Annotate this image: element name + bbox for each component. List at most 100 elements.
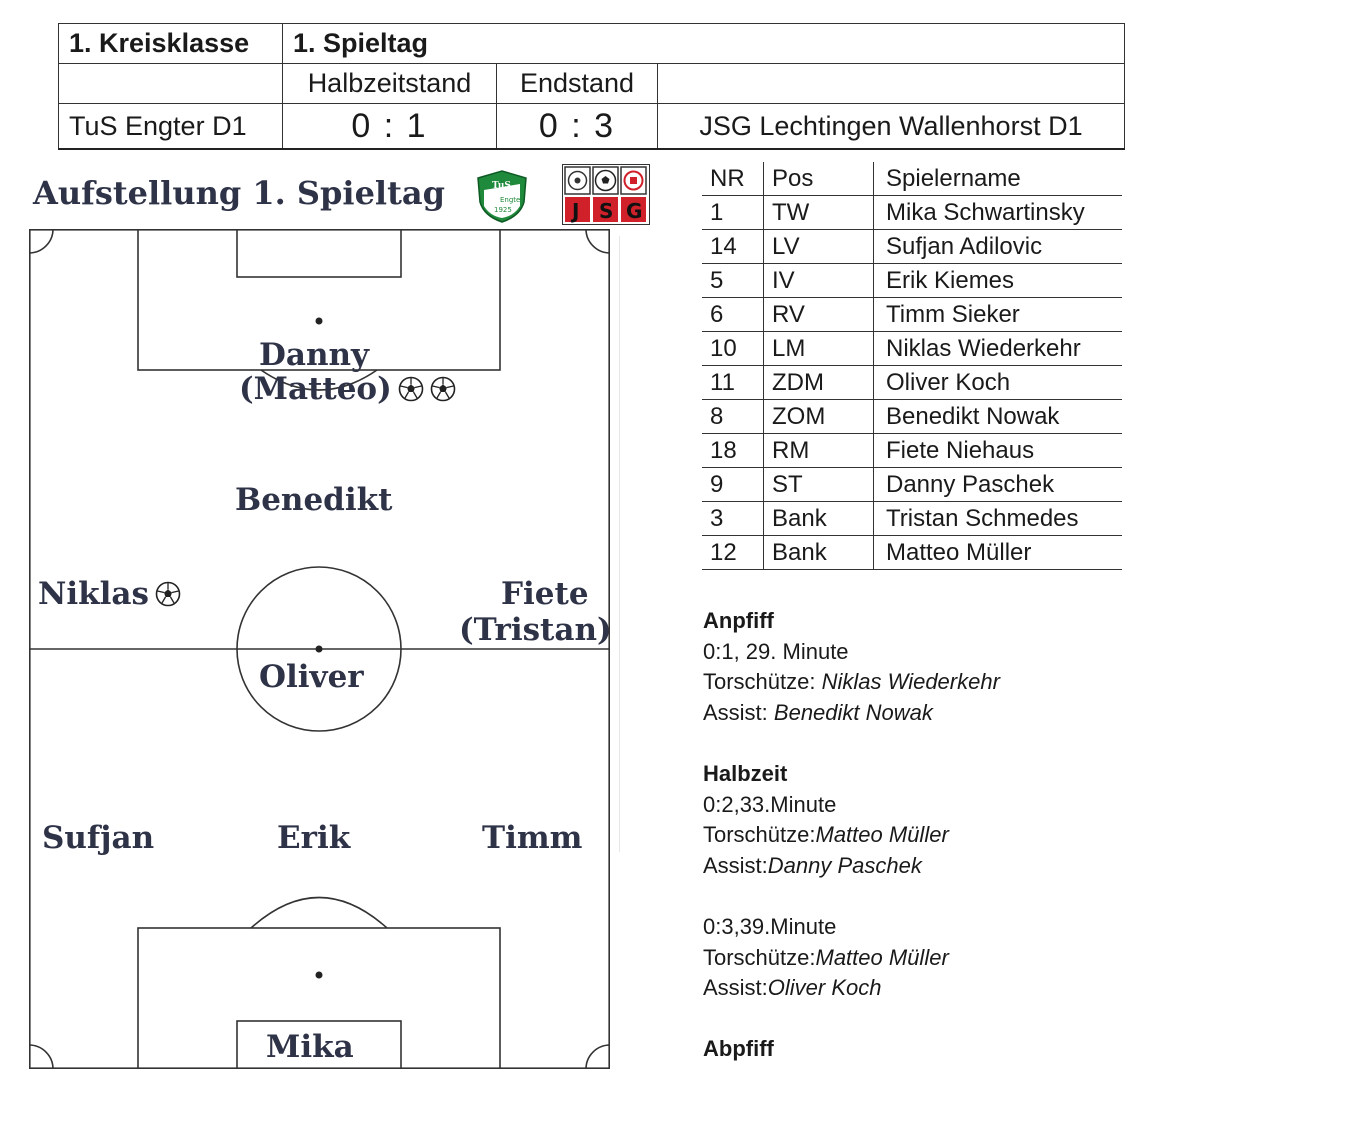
score-table-row-labels: Halbzeitstand Endstand xyxy=(58,63,1125,104)
player-left-mid: Niklas xyxy=(38,576,181,612)
player-right-mid: Fiete xyxy=(501,576,589,612)
roster-player-name: Niklas Wiederkehr xyxy=(873,331,1122,366)
player-goalkeeper: Mika xyxy=(266,1029,354,1065)
player-striker: Danny xyxy=(259,337,370,373)
roster-position: Bank xyxy=(763,501,874,536)
goal3-scorer-label: Torschütze: xyxy=(703,944,816,970)
match-report: Anpfiff 0:1, 29. Minute Torschütze: Nikl… xyxy=(703,606,1000,1065)
league-name: 1. Kreisklasse xyxy=(58,23,283,64)
goal1-assist-line: Assist: Benedikt Nowak xyxy=(703,698,1000,729)
kickoff-heading: Anpfiff xyxy=(703,608,774,633)
empty-cell xyxy=(58,63,283,104)
roster-number: 11 xyxy=(702,365,764,400)
divider xyxy=(619,236,620,852)
player-defensive-mid: Oliver xyxy=(259,659,364,695)
roster-number: 14 xyxy=(702,229,764,264)
svg-text:S: S xyxy=(599,199,613,223)
roster-position: RM xyxy=(763,433,874,468)
player-right-mid-sub: (Tristan) xyxy=(459,612,612,648)
roster-header-name: Spielername xyxy=(873,162,1122,196)
roster-player-name: Matteo Müller xyxy=(873,535,1122,570)
roster-position: TW xyxy=(763,195,874,230)
goal1-assist: Benedikt Nowak xyxy=(773,699,933,725)
home-team: TuS Engter D1 xyxy=(58,103,283,150)
roster-position: LM xyxy=(763,331,874,366)
player-right-back: Timm xyxy=(482,820,583,856)
halftime-score: 0 : 1 xyxy=(282,103,497,150)
goal1-assist-label: Assist: xyxy=(703,699,774,725)
roster-player-name: Tristan Schmedes xyxy=(873,501,1122,536)
player-striker-sub: (Matteo) xyxy=(239,371,456,407)
svg-text:J: J xyxy=(570,199,579,223)
roster-header-number: NR xyxy=(702,162,764,196)
roster-position: IV xyxy=(763,263,874,298)
goal2-assist: Danny Paschek xyxy=(767,852,922,878)
roster-player-name: Oliver Koch xyxy=(873,365,1122,400)
score-table: 1. Kreisklasse 1. Spieltag Halbzeitstand… xyxy=(58,23,1125,150)
player-left-mid-name: Niklas xyxy=(38,576,149,612)
roster-position: ZDM xyxy=(763,365,874,400)
roster-header-row: NR Pos Spielername xyxy=(702,162,1122,196)
roster-number: 10 xyxy=(702,331,764,366)
roster-number: 6 xyxy=(702,297,764,332)
logo-text-engter: Engter xyxy=(500,196,523,204)
matchday-label: 1. Spieltag xyxy=(282,23,1125,64)
roster-number: 8 xyxy=(702,399,764,434)
goal1-minute: 0:1, 29. Minute xyxy=(703,638,849,664)
goal3-assist-label: Assist: xyxy=(703,975,768,1001)
halftime-heading: Halbzeit xyxy=(703,760,788,786)
goal2-assist-label: Assist: xyxy=(703,852,768,878)
goal3-scorer: Matteo Müller xyxy=(815,944,949,970)
roster-number: 5 xyxy=(702,263,764,298)
goal2-minute: 0:2,33.Minute xyxy=(703,791,837,817)
goal2-assist-line: Assist:Danny Paschek xyxy=(703,851,1000,882)
goal1-scorer-line: Torschütze: Niklas Wiederkehr xyxy=(703,667,1000,698)
fulltime-score: 0 : 3 xyxy=(496,103,658,150)
football-pitch: Danny (Matteo) Benedikt Niklas Fiete (Tr… xyxy=(29,229,612,1069)
lineup-title: Aufstellung 1. Spieltag xyxy=(33,174,445,212)
roster-position: ST xyxy=(763,467,874,502)
player-center-back: Erik xyxy=(277,820,351,856)
roster-player-name: Fiete Niehaus xyxy=(873,433,1122,468)
tus-engter-logo-icon: TuS Engter 1925 xyxy=(477,170,527,223)
roster-player-name: Erik Kiemes xyxy=(873,263,1122,298)
logo-text-tus: TuS xyxy=(492,181,511,191)
player-left-back: Sufjan xyxy=(42,820,155,856)
roster-header-position: Pos xyxy=(763,162,874,196)
roster-player-name: Sufjan Adilovic xyxy=(873,229,1122,264)
roster-number: 1 xyxy=(702,195,764,230)
roster-player-name: Mika Schwartinsky xyxy=(873,195,1122,230)
goal1-scorer: Niklas Wiederkehr xyxy=(821,669,1000,695)
roster-number: 18 xyxy=(702,433,764,468)
roster-player-name: Danny Paschek xyxy=(873,467,1122,502)
score-table-row-result: TuS Engter D1 0 : 1 0 : 3 JSG Lechtingen… xyxy=(58,103,1125,150)
pitch-lines xyxy=(29,229,610,1069)
goal2-scorer-label: Torschütze: xyxy=(703,822,816,848)
halftime-label: Halbzeitstand xyxy=(282,63,497,104)
goal3-assist-line: Assist:Oliver Koch xyxy=(703,973,1000,1004)
fulltime-label: Endstand xyxy=(496,63,658,104)
jsg-logo-icon: J S G xyxy=(562,164,650,225)
goal2-scorer: Matteo Müller xyxy=(815,822,949,848)
soccer-ball-icon xyxy=(155,581,181,607)
roster-position: Bank xyxy=(763,535,874,570)
roster-player-name: Timm Sieker xyxy=(873,297,1122,332)
score-table-row-title: 1. Kreisklasse 1. Spieltag xyxy=(58,23,1125,64)
roster-position: RV xyxy=(763,297,874,332)
away-team: JSG Lechtingen Wallenhorst D1 xyxy=(657,103,1125,150)
soccer-ball-icon xyxy=(430,376,456,402)
goal3-assist: Oliver Koch xyxy=(767,975,882,1001)
goal2-scorer-line: Torschütze:Matteo Müller xyxy=(703,820,1000,851)
player-center-attacking-mid: Benedikt xyxy=(235,482,393,518)
roster-position: LV xyxy=(763,229,874,264)
